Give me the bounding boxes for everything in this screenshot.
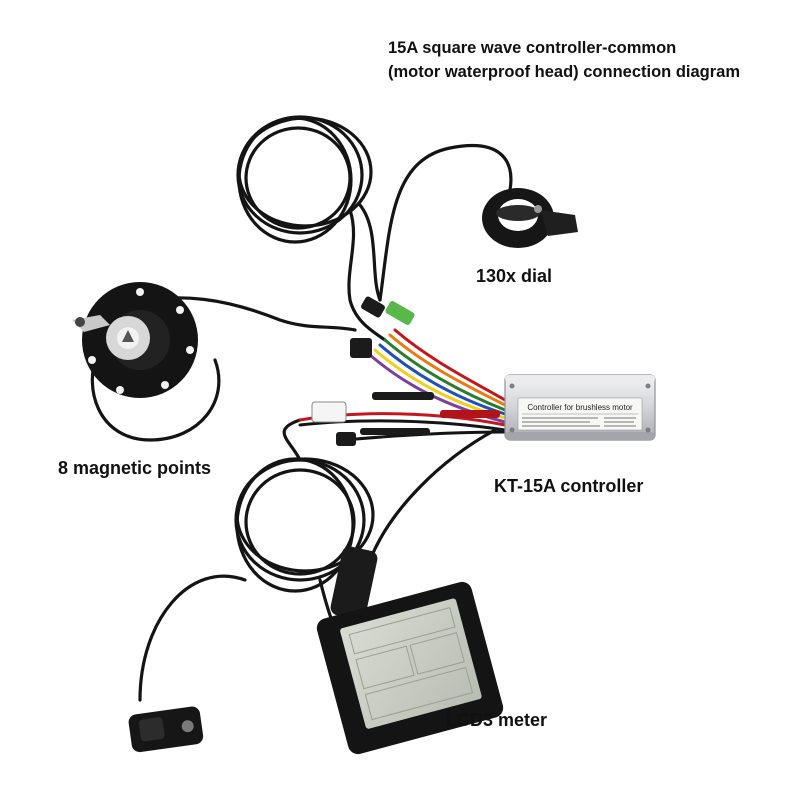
black-connector — [336, 432, 356, 446]
dial-throttle — [482, 188, 578, 248]
lcd-meter-label: LCD3 meter — [446, 710, 548, 730]
title-line-1: 15A square wave controller-common — [388, 39, 677, 57]
magnetic-disc — [72, 282, 198, 398]
controller-plate-heading: Controller for brushless motor — [527, 403, 633, 412]
controller-box: Controller for brushless motor — [504, 374, 656, 441]
controller-label: KT-15A controller — [494, 476, 644, 496]
wire-loom — [298, 328, 507, 442]
magnetic-points-label: 8 magnetic points — [58, 458, 212, 478]
dial-label: 130x dial — [476, 266, 553, 286]
black-sleeve — [360, 428, 430, 435]
black-sleeve — [372, 392, 434, 400]
lcd-meter — [316, 581, 504, 755]
red-sleeve — [440, 410, 500, 418]
remote-button — [128, 706, 204, 753]
cables — [90, 115, 513, 702]
black-connector — [350, 338, 372, 358]
motor-connector — [330, 546, 378, 620]
white-connector — [311, 401, 347, 423]
title-line-2: (motor waterproof head) connection diagr… — [388, 63, 741, 81]
green-connector — [385, 301, 415, 325]
diagram-title: 15A square wave controller-common (motor… — [388, 36, 740, 84]
connectors — [311, 296, 500, 620]
black-connector — [361, 296, 385, 318]
